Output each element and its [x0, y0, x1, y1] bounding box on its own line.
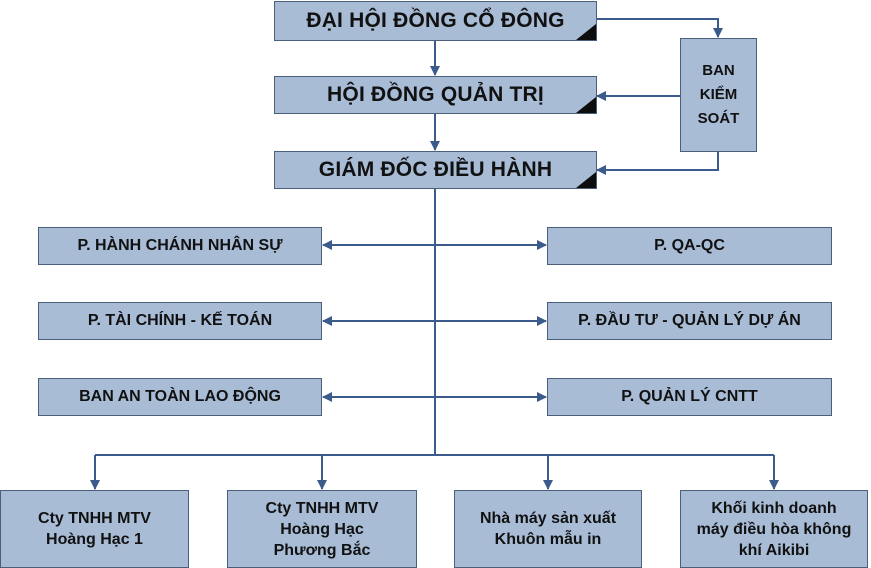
label-nha-may-san-xuat: Nhà máy sản xuất Khuôn mẫu in: [479, 510, 617, 548]
label-cty-hoang-hac-phuong-bac: Cty TNHH MTV Hoàng Hạc Phương Bắc: [265, 499, 379, 559]
label-dai-hoi-dong-co-dong: ĐẠI HỘI ĐỒNG CỔ ĐÔNG: [306, 9, 565, 32]
box-ban-an-toan-lao-dong: BAN AN TOÀN LAO ĐỘNG: [38, 378, 322, 416]
box-dai-hoi-dong-co-dong: ĐẠI HỘI ĐỒNG CỔ ĐÔNG: [274, 1, 597, 41]
box-giam-doc-dieu-hanh: GIÁM ĐỐC ĐIỀU HÀNH: [274, 151, 597, 189]
box-hoi-dong-quan-tri: HỘI ĐỒNG QUẢN TRỊ: [274, 76, 597, 114]
box-khoi-kinh-doanh-aikibi: Khối kinh doanh máy điều hòa không khí A…: [680, 490, 868, 568]
label-phong-dau-tu-quan-ly-du-an: P. ĐẦU TƯ - QUẢN LÝ DỰ ÁN: [578, 312, 801, 329]
box-phong-dau-tu-quan-ly-du-an: P. ĐẦU TƯ - QUẢN LÝ DỰ ÁN: [547, 302, 832, 340]
arrow-dhdcd-to-bks: [597, 18, 723, 38]
box-cty-hoang-hac-phuong-bac: Cty TNHH MTV Hoàng Hạc Phương Bắc: [227, 490, 417, 568]
label-ban-an-toan-lao-dong: BAN AN TOÀN LAO ĐỘNG: [79, 388, 281, 405]
label-phong-hanh-chanh-nhan-su: P. HÀNH CHÁNH NHÂN SỰ: [77, 237, 283, 254]
box-nha-may-san-xuat: Nhà máy sản xuất Khuôn mẫu in: [454, 490, 642, 568]
label-ban-kiem-soat: BAN KIỂM SOÁT: [697, 62, 740, 127]
label-khoi-kinh-doanh-aikibi: Khối kinh doanh máy điều hòa không khí A…: [696, 499, 852, 559]
label-phong-tai-chinh-ke-toan: P. TÀI CHÍNH - KẾ TOÁN: [87, 312, 273, 329]
label-hoi-dong-quan-tri: HỘI ĐỒNG QUẢN TRỊ: [327, 83, 544, 106]
corner-accent: [576, 97, 596, 113]
corner-accent: [576, 172, 596, 188]
label-phong-qa-qc: P. QA-QC: [654, 237, 725, 254]
arrow-bks-to-gddh: [596, 152, 719, 175]
box-ban-kiem-soat: BAN KIỂM SOÁT: [680, 38, 757, 152]
box-phong-qa-qc: P. QA-QC: [547, 227, 832, 265]
box-cty-hoang-hac-1: Cty TNHH MTV Hoàng Hạc 1: [0, 490, 189, 568]
box-phong-hanh-chanh-nhan-su: P. HÀNH CHÁNH NHÂN SỰ: [38, 227, 322, 265]
box-phong-tai-chinh-ke-toan: P. TÀI CHÍNH - KẾ TOÁN: [38, 302, 322, 340]
corner-accent: [576, 24, 596, 40]
label-phong-quan-ly-cntt: P. QUẢN LÝ CNTT: [621, 388, 758, 405]
label-cty-hoang-hac-1: Cty TNHH MTV Hoàng Hạc 1: [38, 510, 151, 548]
label-giam-doc-dieu-hanh: GIÁM ĐỐC ĐIỀU HÀNH: [318, 158, 553, 181]
box-phong-quan-ly-cntt: P. QUẢN LÝ CNTT: [547, 378, 832, 416]
